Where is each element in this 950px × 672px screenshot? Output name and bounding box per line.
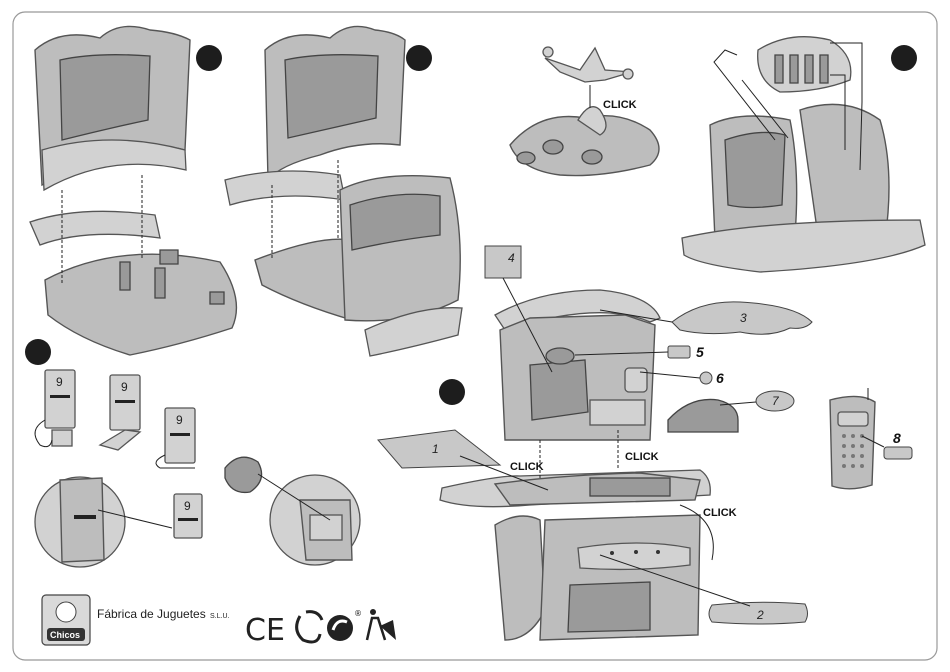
ce-mark-icon: CE [245, 613, 285, 648]
brand-logo: Chicos [42, 595, 90, 645]
svg-text:®: ® [354, 609, 362, 618]
step-marker-icon [25, 339, 51, 365]
card-number: 9 [121, 380, 128, 394]
click-label: CLICK [625, 451, 659, 463]
step-marker-icon [196, 45, 222, 71]
click-label: CLICK [603, 99, 637, 111]
svg-text:6: 6 [716, 370, 724, 386]
brand-suffix: S.L.U. [210, 613, 230, 620]
svg-text:3: 3 [740, 311, 747, 325]
brand-text: Fábrica de Juguetes [97, 607, 206, 621]
card-number: 9 [176, 413, 183, 427]
card-number: 9 [184, 499, 191, 513]
click-label: CLICK [703, 507, 737, 519]
step-marker-icon [406, 45, 432, 71]
svg-text:4: 4 [508, 251, 515, 265]
card-number: 9 [56, 375, 63, 389]
logo-text: Chicos [50, 630, 80, 640]
click-label: CLICK [510, 461, 544, 473]
svg-text:5: 5 [696, 344, 704, 360]
step-marker-icon [891, 45, 917, 71]
svg-text:2: 2 [756, 608, 764, 622]
svg-text:1: 1 [432, 442, 439, 456]
phone-toy [830, 388, 875, 489]
svg-text:8: 8 [893, 430, 901, 446]
step-marker-icon [439, 379, 465, 405]
